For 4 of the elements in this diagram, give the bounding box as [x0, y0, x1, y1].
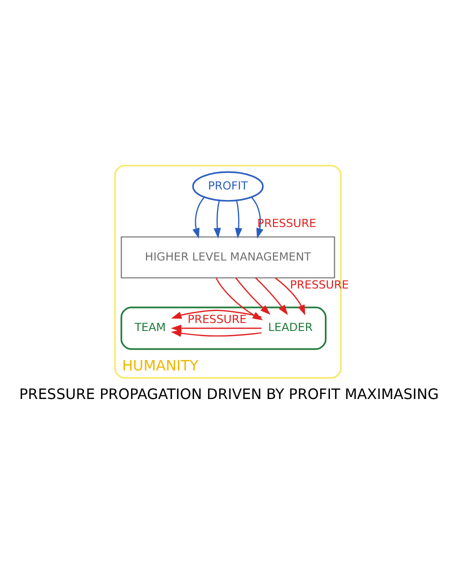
node-text: LEADER	[268, 321, 313, 334]
node-text: TEAM	[134, 321, 166, 334]
caption: PRESSURE PROPAGATION DRIVEN BY PROFIT MAXIMASING	[19, 387, 439, 404]
edge-label: PRESSURE	[188, 312, 247, 326]
